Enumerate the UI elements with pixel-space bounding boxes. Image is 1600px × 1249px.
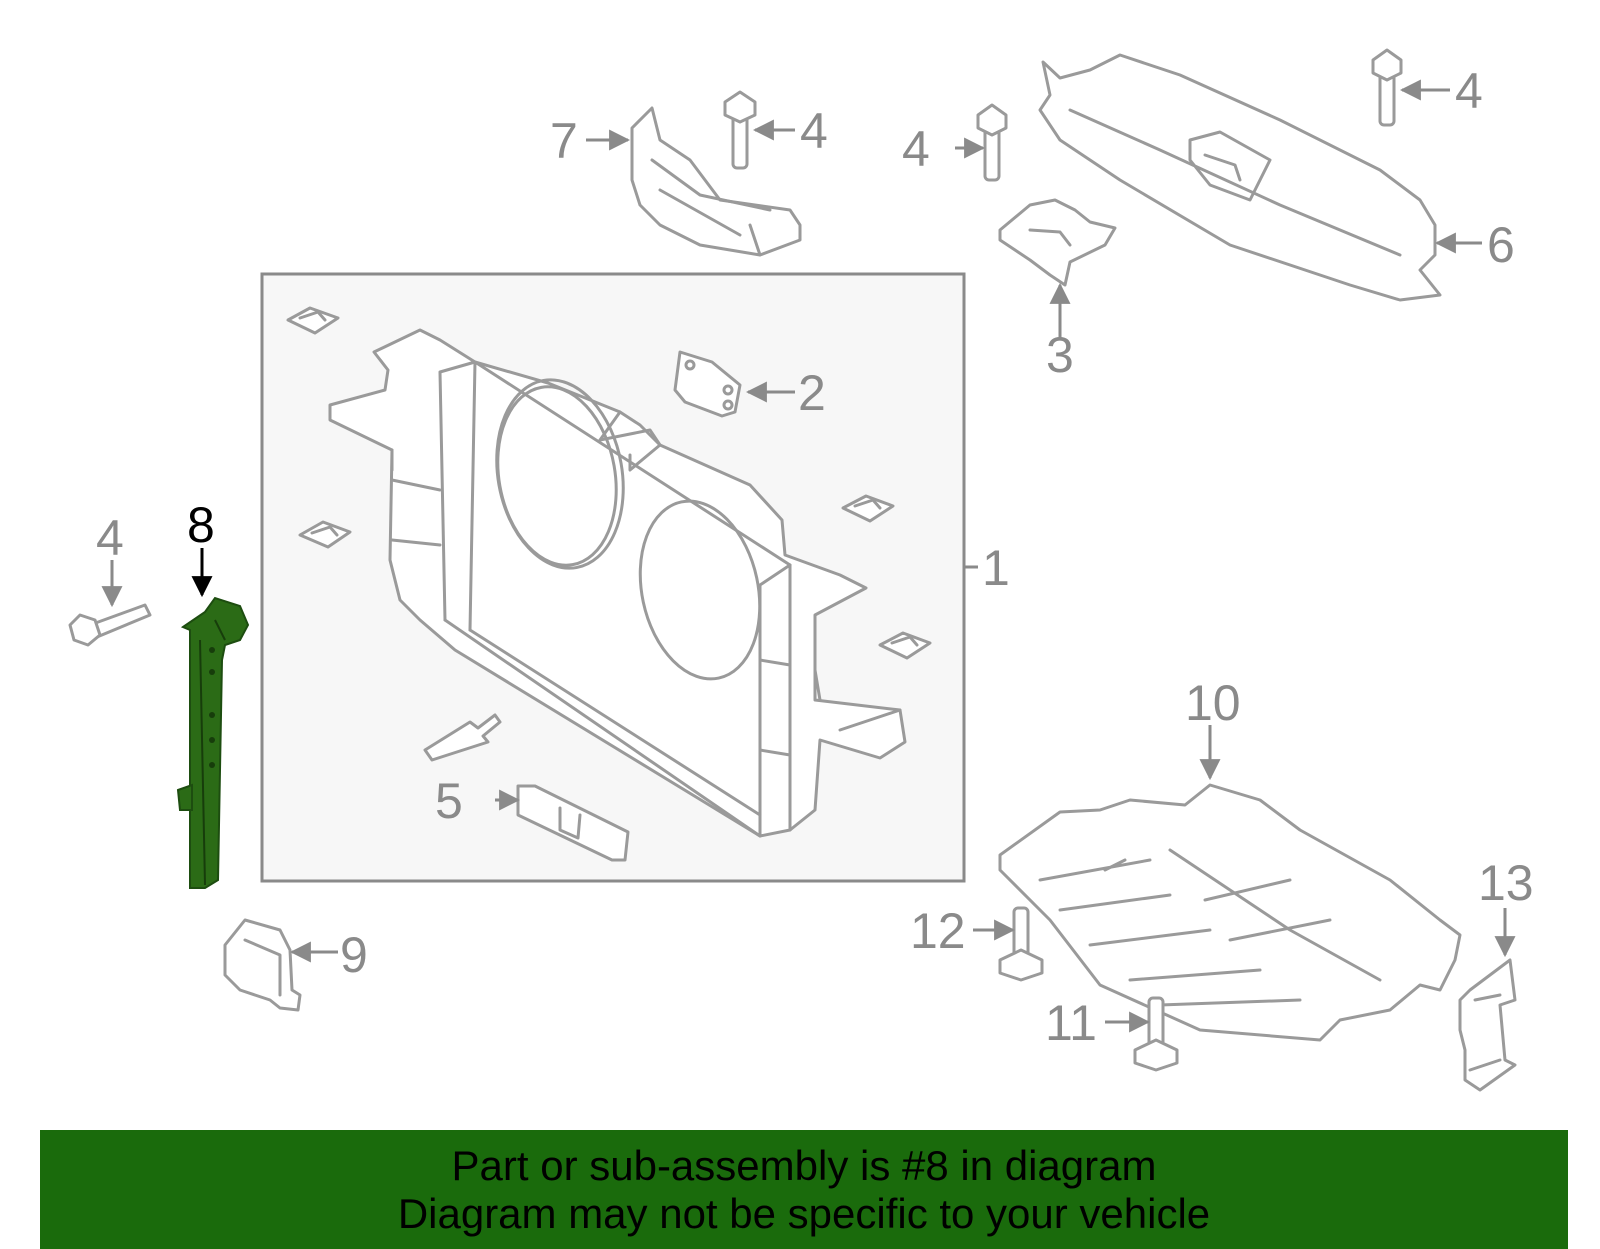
clip-nut-3[interactable]: [841, 494, 895, 523]
push-pin[interactable]: [423, 713, 502, 762]
bolt-4-right[interactable]: [1371, 48, 1403, 127]
callout-9: 9: [340, 927, 368, 983]
callout-4-top: 4: [800, 103, 828, 159]
callout-12: 12: [910, 903, 966, 959]
callout-10: 10: [1185, 675, 1241, 731]
part-5-bracket[interactable]: [516, 784, 630, 862]
callout-8: 8: [187, 497, 215, 553]
part-13-bracket[interactable]: [1458, 958, 1517, 1092]
callout-5: 5: [435, 773, 463, 829]
clip-nut-4[interactable]: [878, 631, 932, 660]
leader-lines: [101, 79, 1516, 1033]
bolt-4-mid[interactable]: [976, 103, 1008, 182]
callout-2: 2: [798, 365, 826, 421]
info-banner: Part or sub-assembly is #8 in diagram Di…: [40, 1130, 1568, 1249]
part-2-bracket[interactable]: [673, 350, 742, 418]
bolt-4-top[interactable]: [723, 90, 757, 170]
clip-nut-1[interactable]: [286, 306, 340, 335]
part-6-radiator-cover[interactable]: [1038, 53, 1442, 302]
callout-11: 11: [1045, 995, 1097, 1051]
bolt-12[interactable]: [998, 906, 1044, 982]
callout-1: 1: [982, 540, 1010, 596]
callout-13: 13: [1478, 855, 1534, 911]
callouts: 1 2 3 4 4 4 4 5 6 7 8 9 10 11 12 13: [96, 63, 1534, 1051]
bolt-4-left[interactable]: [68, 603, 152, 647]
callout-3: 3: [1046, 327, 1074, 383]
clip-nut-2[interactable]: [298, 520, 352, 549]
part-8-support-bracket[interactable]: [176, 596, 250, 889]
banner-line-1: Part or sub-assembly is #8 in diagram: [451, 1142, 1157, 1189]
callout-4-left: 4: [96, 510, 124, 566]
callout-4-right: 4: [1455, 63, 1483, 119]
banner-line-2: Diagram may not be specific to your vehi…: [397, 1190, 1211, 1237]
part-9-bracket[interactable]: [223, 918, 302, 1012]
callout-4-mid: 4: [902, 121, 930, 177]
callout-6: 6: [1487, 217, 1515, 273]
callout-7: 7: [550, 113, 578, 169]
part-7-bracket[interactable]: [630, 106, 802, 257]
part-3-bracket[interactable]: [998, 198, 1117, 287]
part-1-fan-shroud[interactable]: [328, 328, 907, 838]
